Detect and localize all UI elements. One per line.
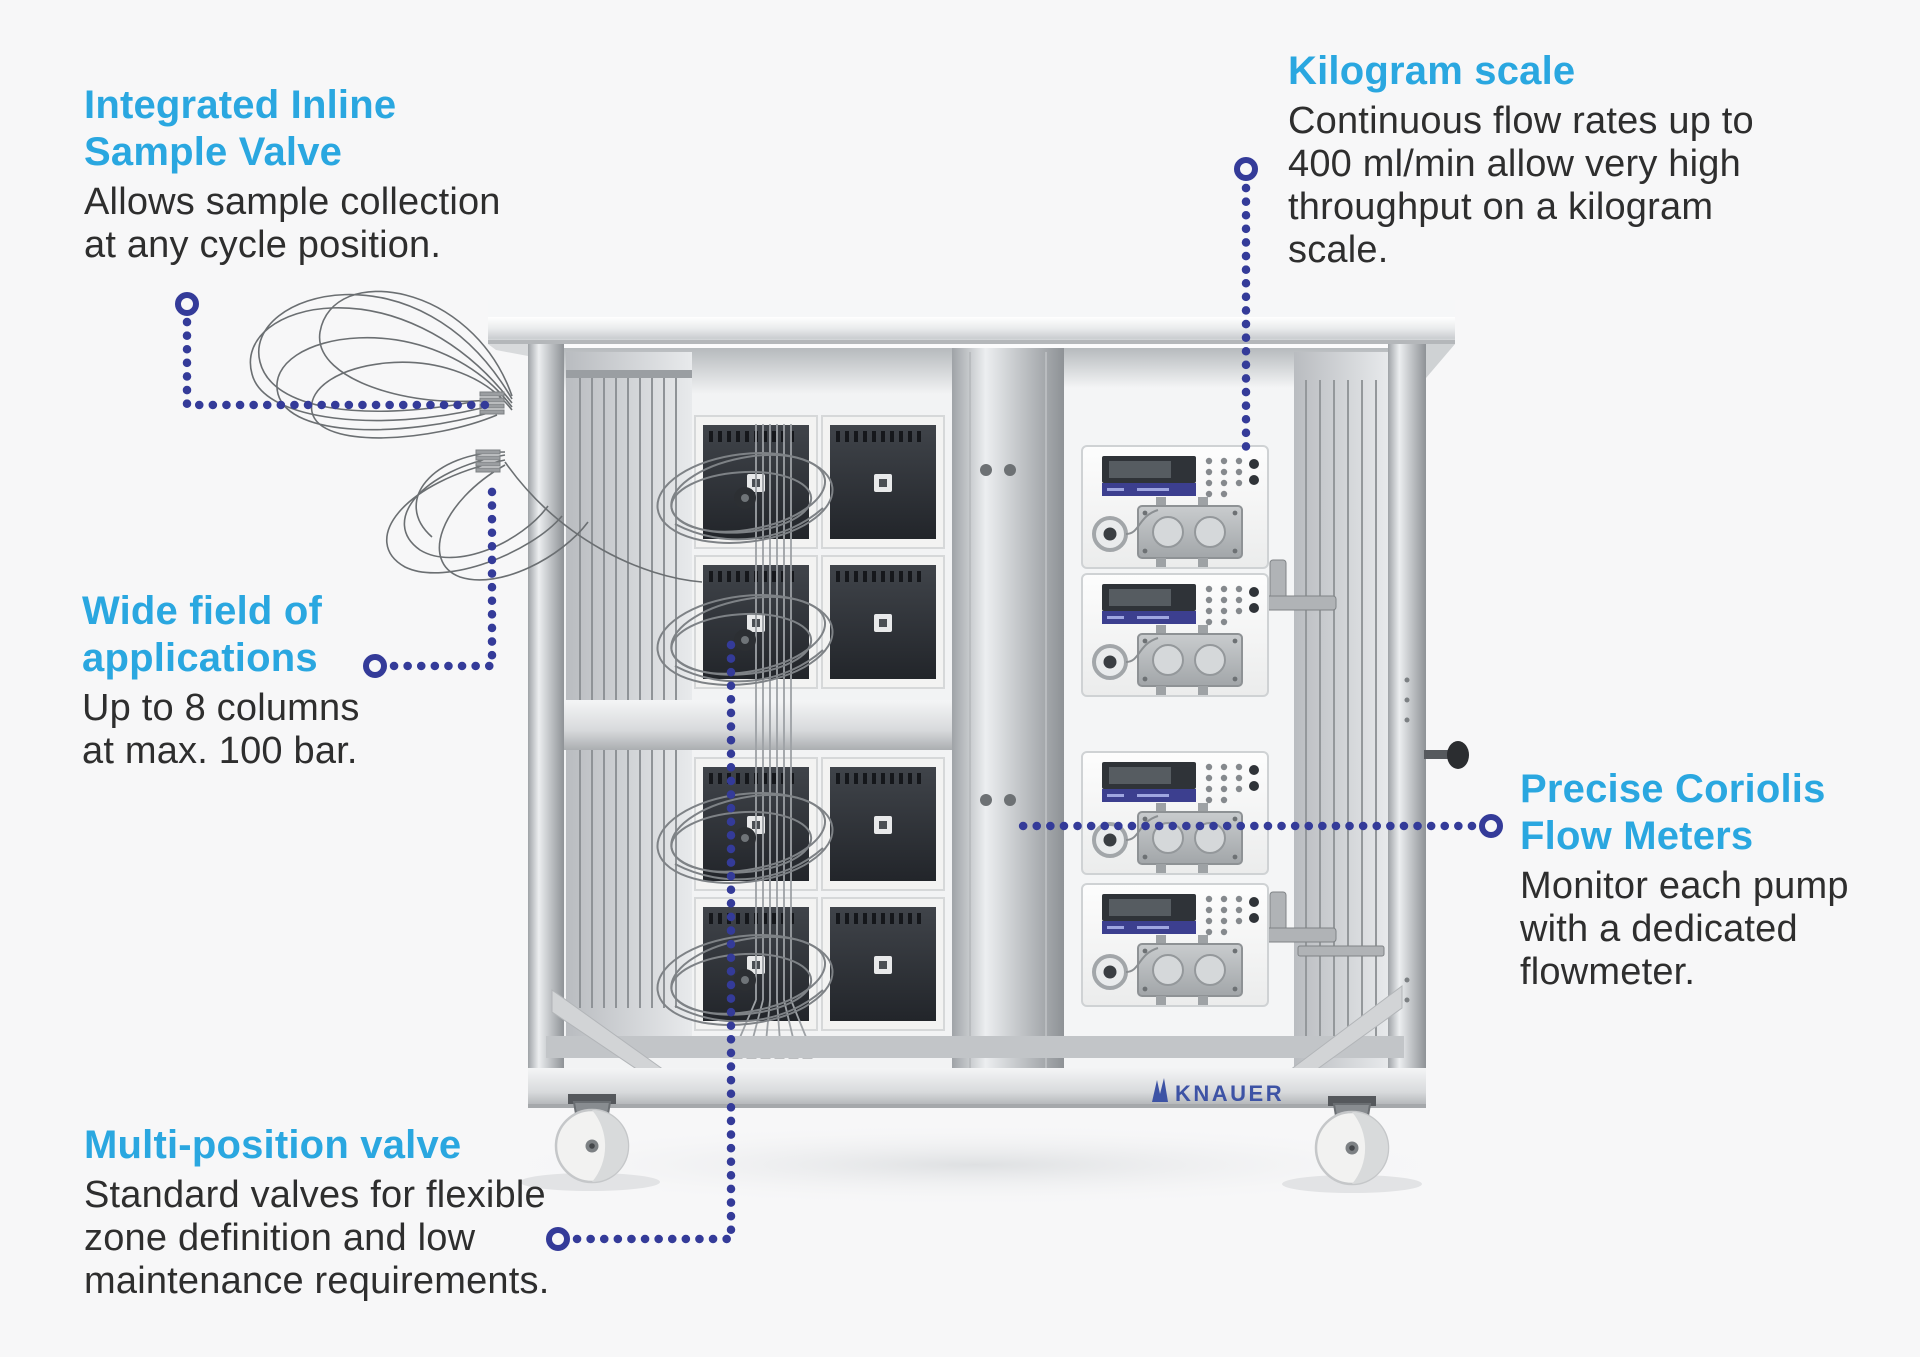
annotation-body: Standard valves for flexible zone defini… — [84, 1174, 549, 1303]
right-bay-pump-cabinet — [1064, 348, 1390, 1074]
floor-shadow — [475, 1123, 1475, 1207]
pump-module-1 — [1080, 444, 1270, 570]
pump-module-3 — [1080, 750, 1270, 876]
pump-module-4 — [1080, 882, 1270, 1008]
heading-line: Kilogram scale — [1288, 49, 1576, 93]
heading-line: Sample Valve — [84, 130, 343, 174]
leader-marker-coriolis — [1479, 814, 1503, 838]
annotation-body: Monitor each pump with a dedicated flowm… — [1520, 865, 1849, 994]
left-bay-valve-cabinet — [564, 348, 1000, 1074]
valve-module — [821, 897, 945, 1031]
tube-rack — [579, 378, 677, 1008]
machine-cart: KNAUER — [488, 300, 1469, 1186]
annotation-multi-position-valve: Multi-position valve Standard valves for… — [84, 1122, 549, 1303]
annotation-heading: Wide field of applications — [82, 588, 360, 682]
body-line: at max. 100 bar. — [82, 730, 358, 772]
heading-line: Precise Coriolis — [1520, 767, 1826, 811]
right-post-holes — [1404, 677, 1410, 1003]
leader-marker-kilogram-scale — [1234, 157, 1258, 181]
pump-module-2 — [1080, 572, 1270, 698]
annotation-heading: Kilogram scale — [1288, 48, 1754, 95]
heading-line: Wide field of — [82, 589, 323, 633]
annotation-body: Continuous flow rates up to 400 ml/min a… — [1288, 100, 1754, 272]
leader-lines — [175, 157, 1503, 1251]
annotation-heading: Multi-position valve — [84, 1122, 549, 1169]
body-line: Standard valves for flexible — [84, 1174, 546, 1216]
leader-wide-field — [389, 483, 497, 671]
left-post — [528, 344, 564, 1076]
capillary-fan-upper — [249, 290, 513, 439]
right-post — [1388, 336, 1426, 1076]
knauer-logo: KNAUER — [1152, 1078, 1284, 1106]
body-line: Allows sample collection — [84, 181, 501, 223]
valve-module — [821, 757, 945, 891]
knauer-peaks-icon — [1152, 1078, 1168, 1102]
knauer-logo-text: KNAUER — [1175, 1081, 1284, 1106]
capillary-connectors — [475, 391, 505, 473]
body-line: maintenance requirements. — [84, 1260, 550, 1302]
table-top — [488, 300, 1455, 378]
body-line: Up to 8 columns — [82, 687, 360, 729]
leader-marker-wide-field — [363, 654, 387, 678]
heading-line: applications — [82, 636, 318, 680]
body-line: throughput on a kilogram — [1288, 186, 1714, 228]
valve-module — [821, 415, 945, 549]
annotation-coriolis: Precise Coriolis Flow Meters Monitor eac… — [1520, 766, 1849, 994]
mid-shelf — [564, 700, 1000, 750]
body-line: Monitor each pump — [1520, 865, 1849, 907]
center-divider — [952, 348, 1064, 1076]
annotation-heading: Integrated Inline Sample Valve — [84, 82, 501, 176]
annotation-kilogram-scale: Kilogram scale Continuous flow rates up … — [1288, 48, 1754, 272]
annotation-body: Up to 8 columns at max. 100 bar. — [82, 687, 360, 773]
fitting-cluster — [1257, 559, 1385, 957]
heading-line: Multi-position valve — [84, 1123, 462, 1167]
capillary-fan-lower — [386, 451, 703, 583]
leader-marker-multi-position-valve — [546, 1227, 570, 1251]
side-handle — [1424, 741, 1469, 769]
base-frame — [528, 985, 1426, 1108]
annotation-heading: Precise Coriolis Flow Meters — [1520, 766, 1849, 860]
body-line: at any cycle position. — [84, 224, 442, 266]
body-line: with a dedicated — [1520, 908, 1798, 950]
leader-marker-sample-valve — [175, 292, 199, 316]
annotation-sample-valve: Integrated Inline Sample Valve Allows sa… — [84, 82, 501, 267]
valve-module — [821, 555, 945, 689]
heading-line: Integrated Inline — [84, 83, 397, 127]
caster-wheel-right — [1314, 1094, 1390, 1186]
body-line: 400 ml/min allow very high — [1288, 143, 1741, 185]
body-line: Continuous flow rates up to — [1288, 100, 1754, 142]
heading-line: Flow Meters — [1520, 814, 1754, 858]
annotation-body: Allows sample collection at any cycle po… — [84, 181, 501, 267]
body-line: scale. — [1288, 229, 1389, 271]
body-line: flowmeter. — [1520, 951, 1696, 993]
leader-multi-position-valve — [572, 639, 736, 1244]
leader-sample-valve — [182, 317, 499, 410]
body-line: zone definition and low — [84, 1217, 476, 1259]
annotation-wide-field: Wide field of applications Up to 8 colum… — [82, 588, 360, 773]
